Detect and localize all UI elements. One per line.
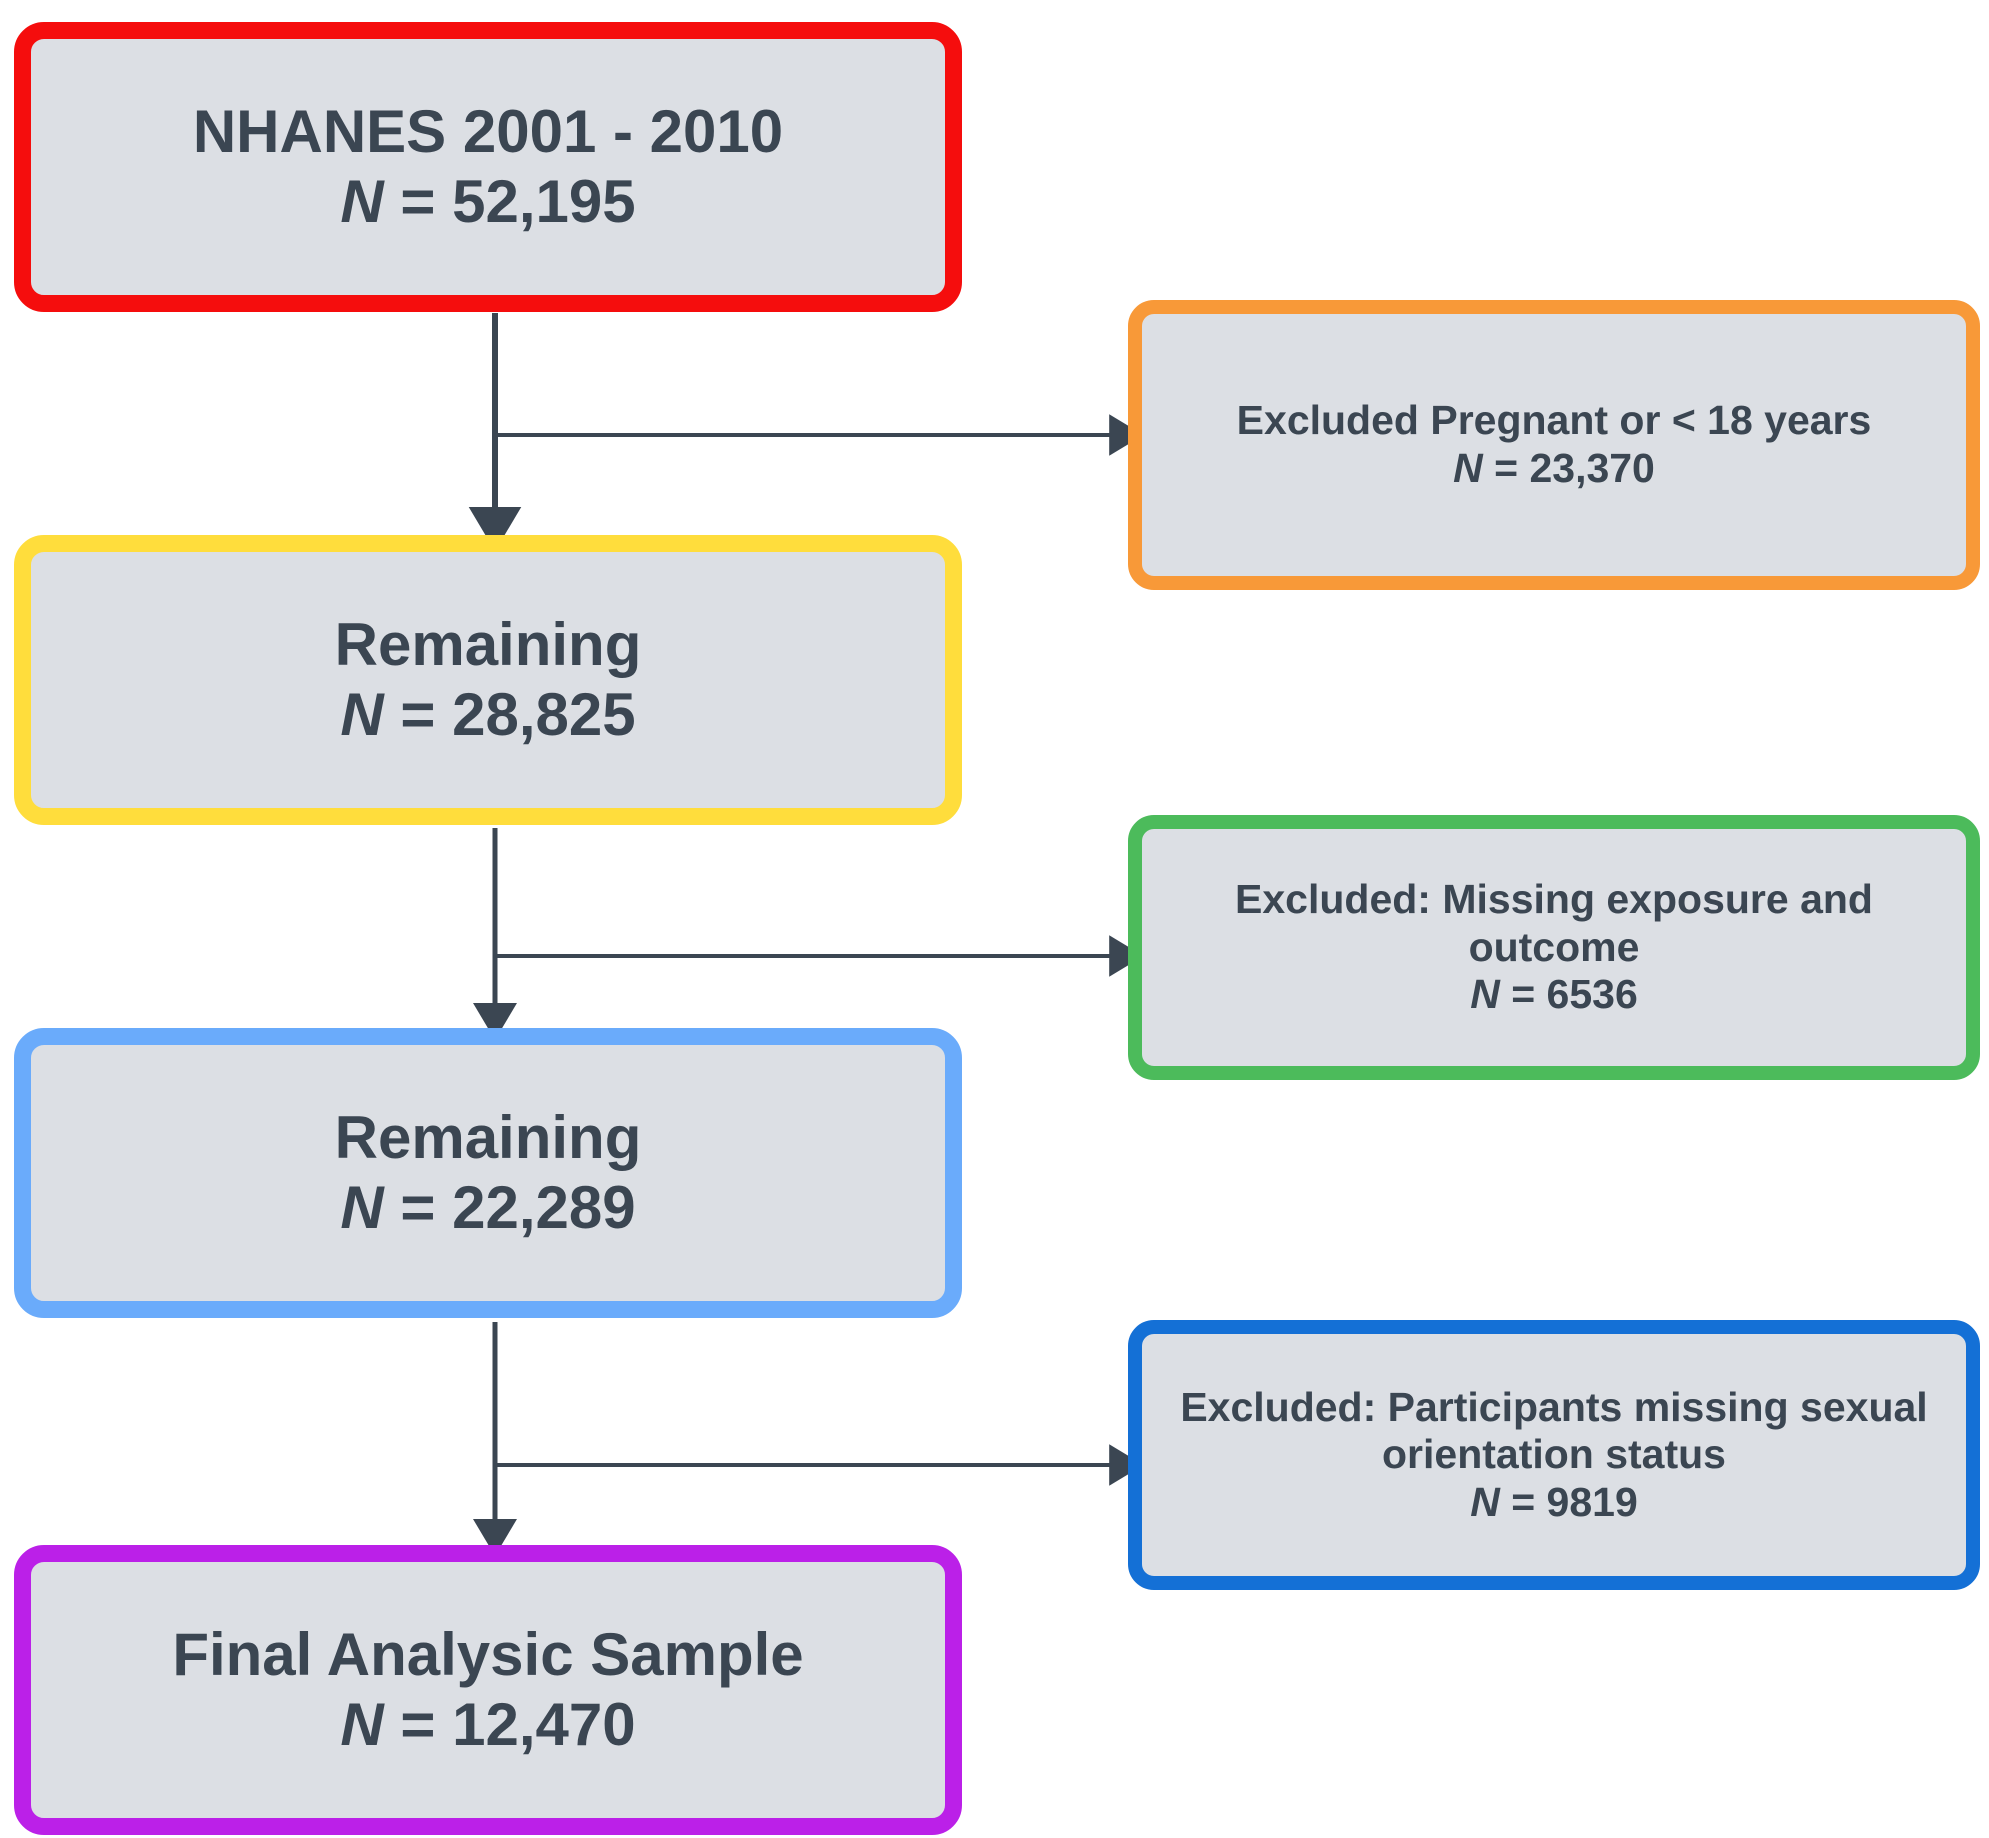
node-excluded-2-label: Excluded: Missing exposure and outcome: [1235, 876, 1873, 970]
n-value: = 6536: [1499, 971, 1638, 1018]
node-remaining-2-count: N = 22,289: [31, 1173, 945, 1243]
n-symbol: N: [340, 1174, 384, 1241]
node-final-count: N = 12,470: [31, 1690, 945, 1760]
node-excluded-1-label: Excluded Pregnant or < 18 years: [1236, 397, 1872, 444]
node-source-population[interactable]: NHANES 2001 - 2010 N = 52,195: [14, 22, 962, 312]
node-remaining-after-first-exclusion[interactable]: Remaining N = 28,825: [14, 535, 962, 825]
node-remaining-1-label: Remaining: [334, 611, 642, 679]
n-symbol: N: [340, 681, 384, 748]
n-value: = 12,470: [383, 1691, 636, 1758]
n-value: = 28,825: [383, 681, 636, 748]
n-symbol: N: [340, 1691, 384, 1758]
node-excluded-1-count: N = 23,370: [1168, 445, 1940, 493]
node-excluded-missing-exposure-and-outcome[interactable]: Excluded: Missing exposure and outcome N…: [1128, 815, 1980, 1080]
node-excluded-pregnant-or-under-18[interactable]: Excluded Pregnant or < 18 years N = 23,3…: [1128, 300, 1980, 590]
node-final-label: Final Analysic Sample: [172, 1621, 804, 1689]
node-final-analysis-sample[interactable]: Final Analysic Sample N = 12,470: [14, 1545, 962, 1835]
n-value: = 52,195: [383, 168, 636, 235]
n-symbol: N: [340, 168, 384, 235]
n-symbol: N: [1453, 445, 1483, 491]
node-remaining-1-count: N = 28,825: [31, 680, 945, 750]
node-source-count: N = 52,195: [31, 167, 945, 237]
node-excluded-3-label: Excluded: Participants missing sexual or…: [1180, 1383, 1928, 1478]
node-excluded-3-count: N = 9819: [1172, 1479, 1936, 1527]
n-symbol: N: [1470, 971, 1500, 1018]
node-excluded-missing-sexual-orientation[interactable]: Excluded: Participants missing sexual or…: [1128, 1320, 1980, 1590]
node-excluded-2-count: N = 6536: [1168, 971, 1940, 1019]
n-value: = 22,289: [383, 1174, 636, 1241]
n-value: = 9819: [1499, 1478, 1638, 1525]
node-remaining-after-second-exclusion[interactable]: Remaining N = 22,289: [14, 1028, 962, 1318]
node-source-label: NHANES 2001 - 2010: [192, 98, 784, 166]
n-value: = 23,370: [1482, 445, 1655, 491]
n-symbol: N: [1470, 1478, 1500, 1525]
node-remaining-2-label: Remaining: [334, 1104, 642, 1172]
